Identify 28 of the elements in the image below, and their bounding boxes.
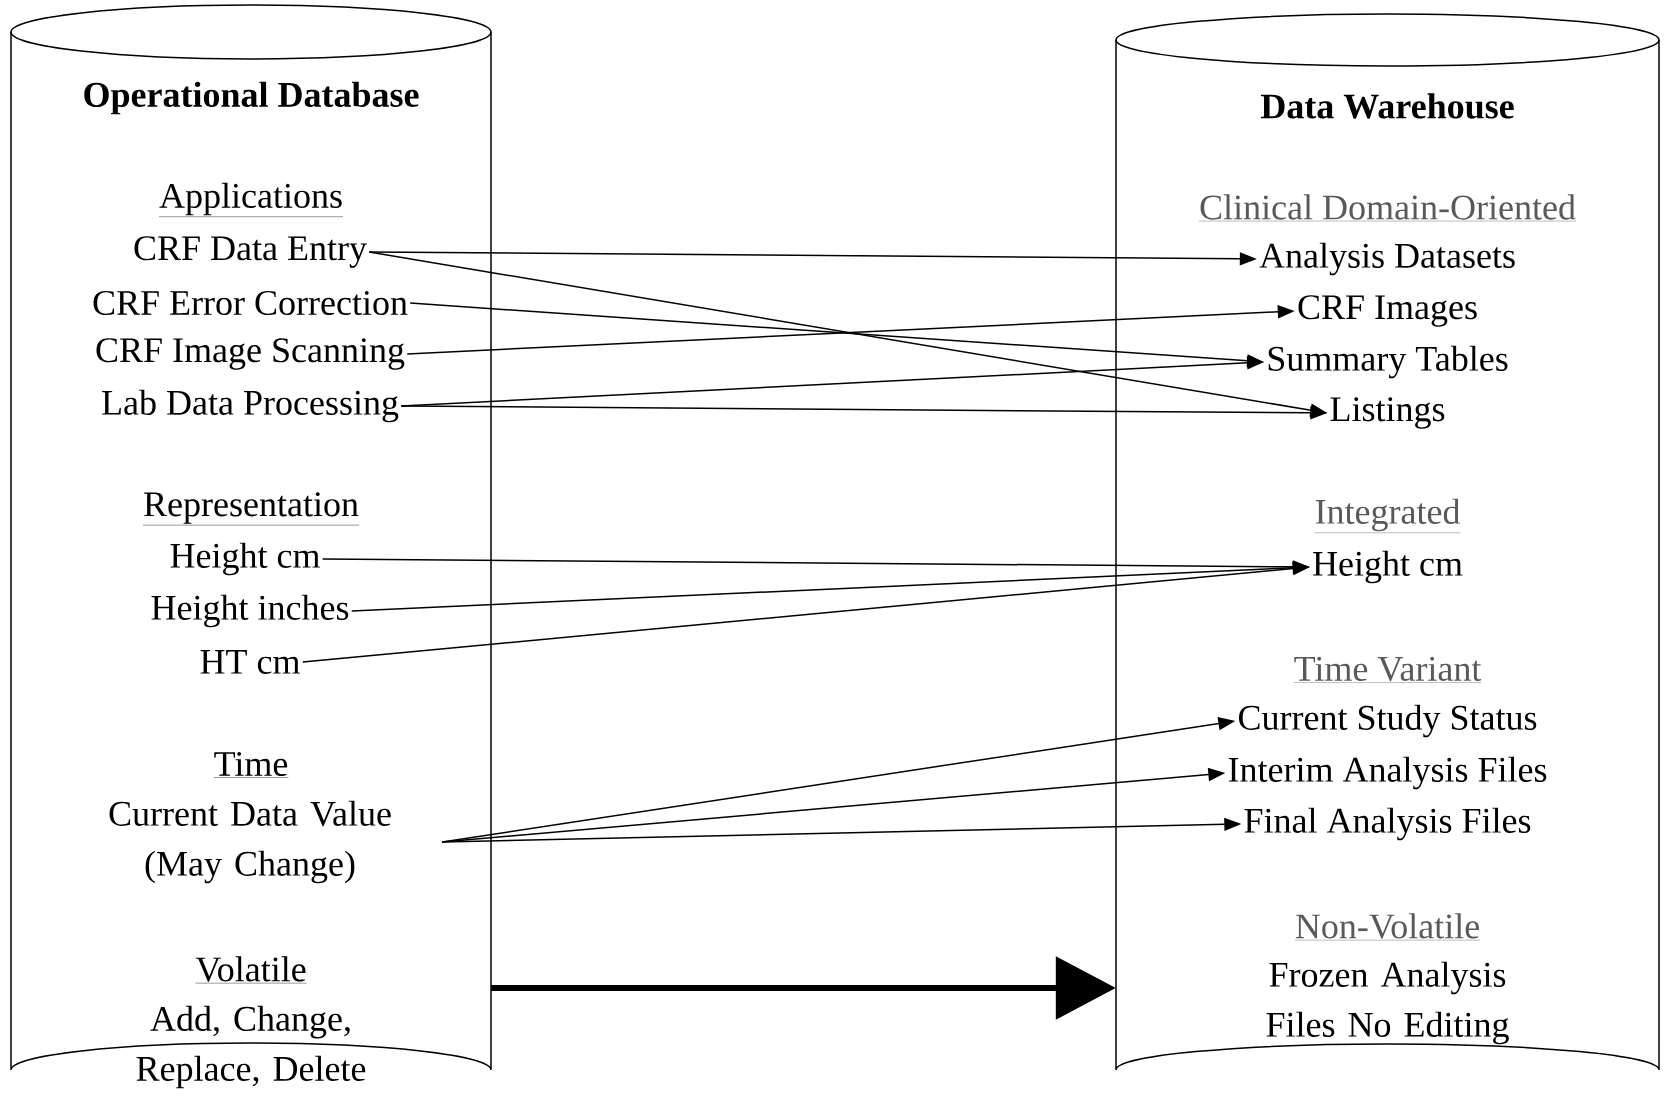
- section-heading: Non-Volatile: [1294, 913, 1481, 941]
- item-text: Final Analysis Files: [1244, 807, 1531, 841]
- section-heading: Applications: [158, 182, 344, 217]
- section-heading: Volatile: [195, 956, 307, 984]
- item-text: CRF Data Entry: [134, 236, 367, 268]
- item-text: Frozen Analysis Files No Editing: [1266, 961, 1509, 1045]
- database-title: Operational Database: [84, 81, 419, 115]
- item-text: Summary Tables: [1268, 345, 1508, 379]
- section-heading: Representation: [142, 492, 360, 526]
- item-text: Interim Analysis Files: [1228, 756, 1547, 790]
- section-heading: Integrated: [1314, 498, 1461, 533]
- section-heading: Time Variant: [1293, 656, 1482, 683]
- item-text: Listings: [1330, 397, 1445, 429]
- item-text: Add, Change, Replace, Delete: [136, 1005, 366, 1089]
- database-title: Data Warehouse: [1260, 93, 1514, 119]
- item-text: Lab Data Processing: [102, 389, 399, 423]
- item-text: HT cm: [200, 650, 300, 674]
- item-text: Height inches: [151, 594, 349, 628]
- section-heading: Time: [213, 751, 289, 778]
- item-text: CRF Images: [1298, 295, 1477, 327]
- section-heading: Clinical Domain-Oriented: [1198, 194, 1577, 222]
- item-text: Height cm: [170, 542, 320, 576]
- item-text: Height cm: [1313, 550, 1463, 584]
- item-text: Analysis Datasets: [1259, 242, 1515, 276]
- item-text: Current Data Value (May Change): [109, 800, 391, 884]
- item-text: Current Study Status: [1239, 704, 1537, 738]
- item-text: CRF Error Correction: [93, 290, 408, 316]
- item-text: CRF Image Scanning: [96, 338, 405, 370]
